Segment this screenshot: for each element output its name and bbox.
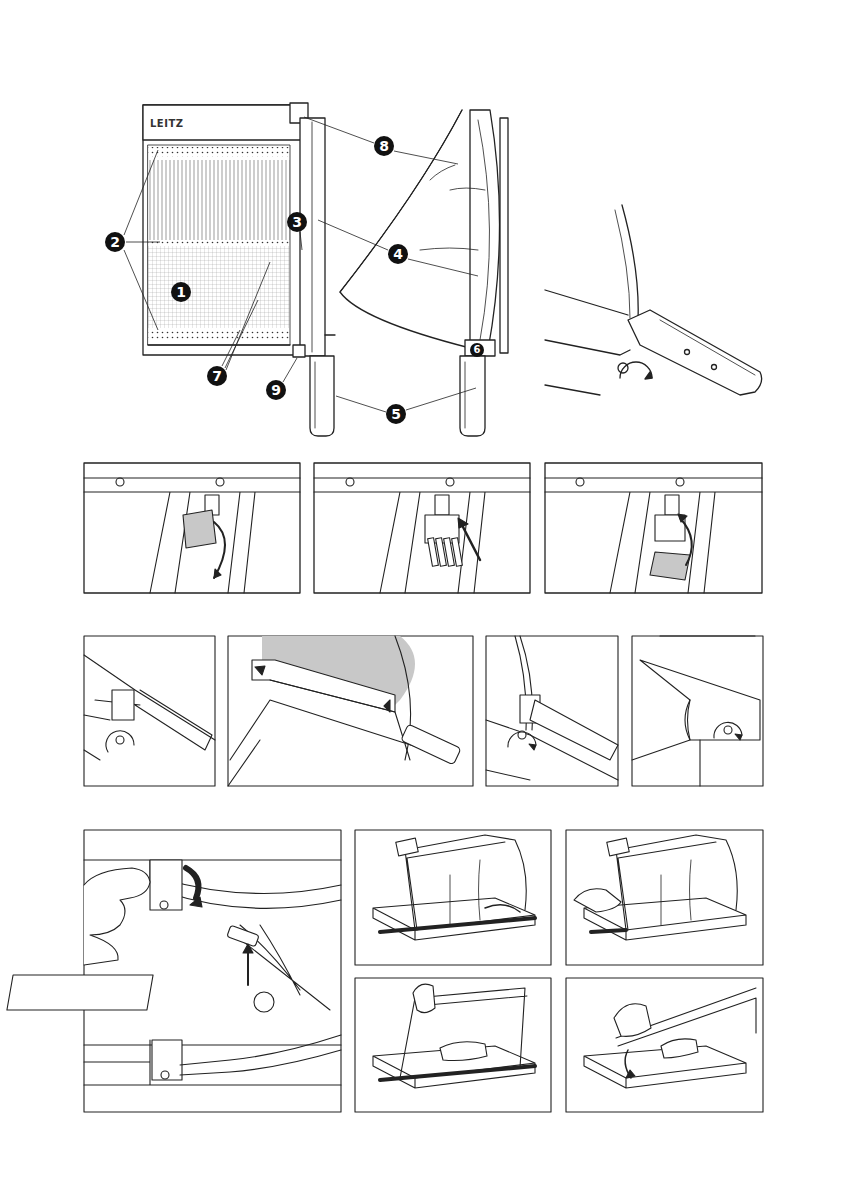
callout-number: 5 xyxy=(386,404,406,424)
callout-number: 2 xyxy=(105,232,125,252)
callout-number: 9 xyxy=(266,380,286,400)
callout-number: 7 xyxy=(207,366,227,386)
callout-number: 4 xyxy=(388,244,408,264)
callout-number: 6 xyxy=(470,343,484,357)
callout-number: 8 xyxy=(374,136,394,156)
callout-number: 3 xyxy=(287,212,307,232)
callout-number: 1 xyxy=(171,282,191,302)
brand-logo: LEITZ xyxy=(150,118,184,129)
